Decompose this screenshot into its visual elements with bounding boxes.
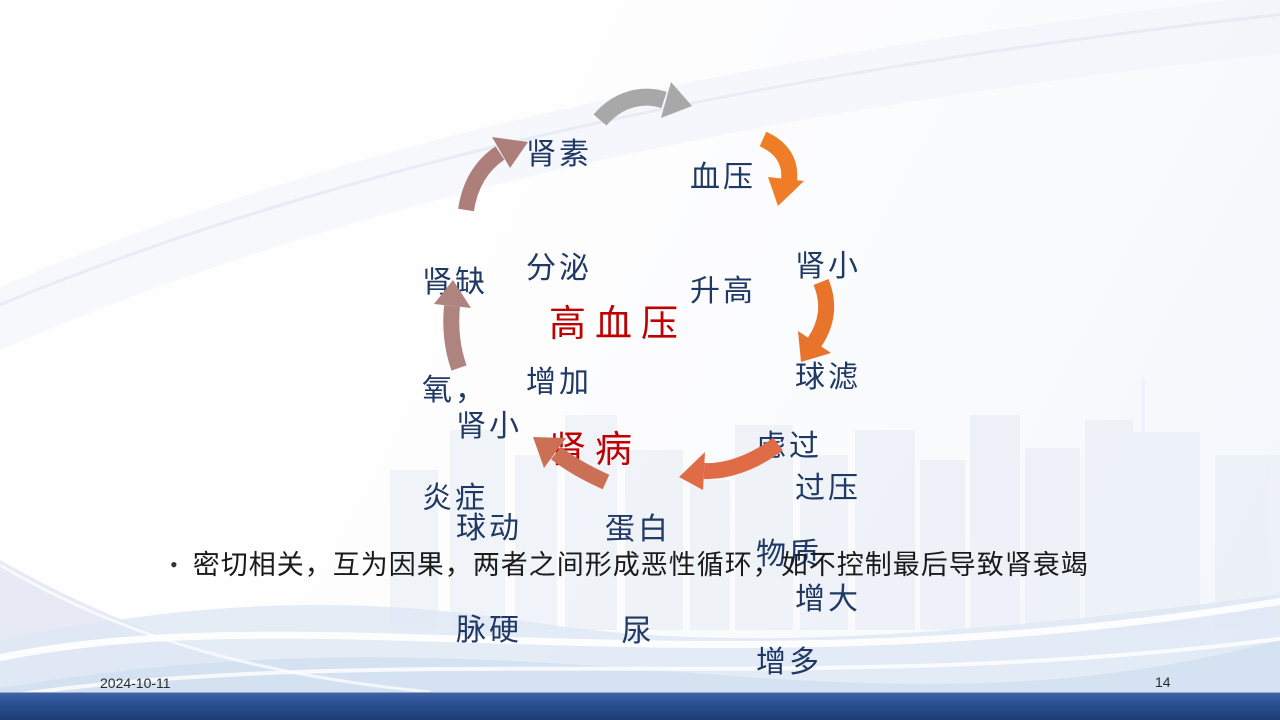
cycle-node: 虑过 物质 增多 <box>756 357 822 720</box>
node-line: 升高 <box>690 275 756 308</box>
cycle-node: 血压 升高 <box>690 83 756 387</box>
node-line: 肾素 <box>526 138 592 171</box>
page-number: 14 <box>1155 674 1171 690</box>
node-line: 炎症 <box>422 482 488 515</box>
bullet-line: • 密切相关，互为因果，两者之间形成恶性循环，如不控制最后导致肾衰竭 <box>170 548 1089 582</box>
node-line: 氧， <box>422 374 488 407</box>
node-line: 肾小 <box>795 250 861 283</box>
node-line: 球滤 <box>795 361 861 394</box>
footer-date: 2024-10-11 <box>100 675 171 691</box>
cycle-node: 肾缺 氧， 炎症 <box>422 193 488 589</box>
node-line: 虑过 <box>756 430 822 463</box>
bottom-bar <box>0 692 1280 720</box>
node-line: 脉硬 <box>456 614 522 647</box>
center-title-line: 高血压 <box>549 304 687 345</box>
bullet-text: 密切相关，互为因果，两者之间形成恶性循环，如不控制最后导致肾衰竭 <box>192 550 1089 580</box>
node-line: 血压 <box>690 161 756 194</box>
center-title-line: 肾病 <box>549 430 641 471</box>
node-line: 增加 <box>526 366 592 399</box>
arrow-renin-to-bp <box>593 82 692 126</box>
node-line: 肾缺 <box>422 266 488 299</box>
bullet-marker-icon: • <box>170 552 179 577</box>
node-line: 尿 <box>621 615 655 648</box>
diagram-center-title: 高血压 肾病 <box>549 220 687 556</box>
node-line: 增多 <box>756 646 822 679</box>
